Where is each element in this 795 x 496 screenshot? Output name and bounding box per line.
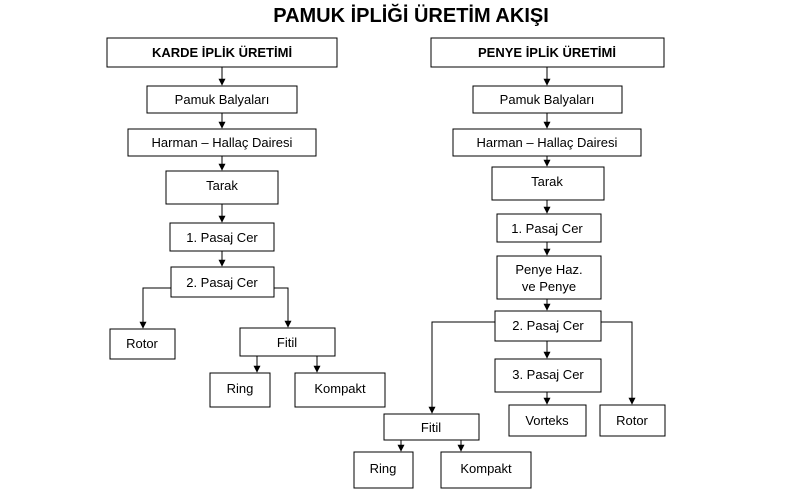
karde-bales-node: Pamuk Balyaları (146, 85, 298, 114)
penye-card-node: Tarak (491, 166, 605, 201)
penye-comb-label-line2: ve Penye (522, 279, 576, 294)
karde-card-label: Tarak (206, 178, 238, 193)
karde-draw2-node: 2. Pasaj Cer (170, 266, 275, 298)
karde-compact-node: Kompakt (294, 372, 386, 408)
penye-compact-node: Kompakt (440, 451, 532, 489)
edge-karde-draw2-rotor (139, 287, 171, 329)
karde-compact-label: Kompakt (314, 381, 366, 396)
karde-roving-label: Fitil (277, 335, 297, 350)
penye-draw1-label: 1. Pasaj Cer (511, 221, 583, 236)
penye-bales-label: Pamuk Balyaları (500, 92, 595, 107)
penye-draw3-node: 3. Pasaj Cer (494, 358, 602, 393)
penye-comb-label-line1: Penye Haz. (515, 262, 582, 277)
karde-bales-label: Pamuk Balyaları (175, 92, 270, 107)
penye-draw2-label: 2. Pasaj Cer (512, 318, 584, 333)
penye-draw3-label: 3. Pasaj Cer (512, 367, 584, 382)
karde-draw1-node: 1. Pasaj Cer (169, 222, 275, 252)
edge-penye-draw2-rotor (601, 321, 636, 405)
edge-karde-draw2-roving (274, 287, 292, 328)
penye-ring-node: Ring (353, 451, 414, 489)
karde-draw1-label: 1. Pasaj Cer (186, 230, 258, 245)
penye-vortex-label: Vorteks (525, 413, 569, 428)
penye-rotor-node: Rotor (599, 404, 666, 437)
karde-draw2-label: 2. Pasaj Cer (186, 275, 258, 290)
diagram-title: PAMUK İPLİĞİ ÜRETİM AKIŞI (273, 3, 549, 27)
penye-header: PENYE İPLİK ÜRETİMİ (478, 45, 616, 60)
karde-blowroom-label: Harman – Hallaç Dairesi (152, 135, 293, 150)
karde-roving-node: Fitil (239, 327, 336, 357)
karde-rotor-label: Rotor (126, 336, 158, 351)
penye-header-node: PENYE İPLİK ÜRETİMİ (430, 37, 665, 68)
edge-penye-draw2-roving (428, 321, 495, 414)
penye-roving-node: Fitil (383, 413, 480, 441)
karde-ring-label: Ring (227, 381, 254, 396)
penye-rotor-label: Rotor (616, 413, 648, 428)
penye-card-label: Tarak (531, 174, 563, 189)
penye-comb-node: Penye Haz. ve Penye (496, 255, 602, 300)
karde-header: KARDE İPLİK ÜRETİMİ (152, 45, 292, 60)
penye-ring-label: Ring (370, 461, 397, 476)
penye-vortex-node: Vorteks (508, 404, 587, 437)
karde-header-node: KARDE İPLİK ÜRETİMİ (106, 37, 338, 68)
karde-card-node: Tarak (165, 170, 279, 205)
karde-rotor-node: Rotor (109, 328, 176, 360)
karde-ring-node: Ring (209, 372, 271, 408)
penye-compact-label: Kompakt (460, 461, 512, 476)
penye-blowroom-label: Harman – Hallaç Dairesi (477, 135, 618, 150)
penye-blowroom-node: Harman – Hallaç Dairesi (452, 128, 642, 157)
penye-bales-node: Pamuk Balyaları (472, 85, 623, 114)
penye-roving-label: Fitil (421, 420, 441, 435)
penye-draw1-node: 1. Pasaj Cer (496, 213, 602, 243)
penye-draw2-node: 2. Pasaj Cer (494, 310, 602, 342)
karde-blowroom-node: Harman – Hallaç Dairesi (127, 128, 317, 157)
